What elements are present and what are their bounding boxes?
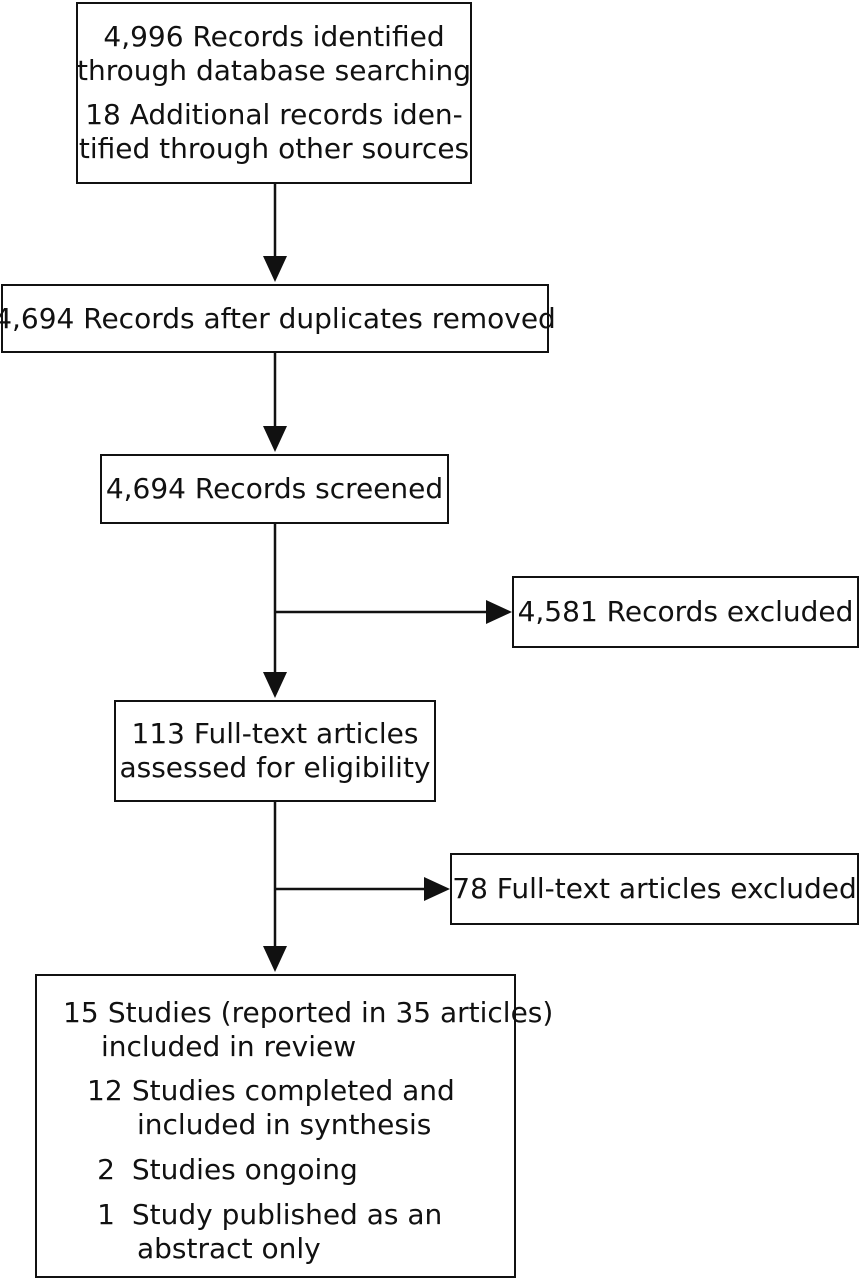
fulltext-excluded-line-1: 78 Full-text articles excluded: [452, 872, 857, 905]
included-sub3-line-2: abstract only: [137, 1232, 321, 1265]
fulltext-line-1: 113 Full-text articles: [131, 717, 419, 750]
included-sub2-line-1: Studies ongoing: [131, 1153, 358, 1186]
records-excluded-box: 4,581 Records excluded: [512, 576, 859, 648]
arrow-deduplicated-to-screened: [263, 353, 287, 452]
included-main-line-2: included in review: [101, 1030, 357, 1063]
included-sub3-line-1: Study published as an: [131, 1198, 443, 1231]
arrow-to-records-excluded: [275, 600, 512, 624]
included-sub1-line-2: included in synthesis: [137, 1108, 432, 1141]
records-excluded-line-1: 4,581 Records excluded: [517, 595, 854, 628]
fulltext-line-2: assessed for eligibility: [119, 751, 431, 784]
included-sub1-entry: 12 Studies completed and: [87, 1074, 455, 1108]
included-sub3-num: 1: [97, 1198, 115, 1231]
fulltext-excluded-box: 78 Full-text articles excluded: [450, 853, 859, 925]
included-sub1-num: 12: [87, 1074, 123, 1107]
studies-included-box: 15 Studies (reported in 35 articles) inc…: [35, 974, 553, 1278]
identified-line-1: 4,996 Records identified: [103, 20, 445, 53]
included-sub2-entry: 2 Studies ongoing: [87, 1153, 358, 1187]
included-sub2-num: 2: [97, 1153, 115, 1186]
arrow-screened-to-fulltext: [263, 524, 287, 698]
included-main-line-1: Studies (reported in 35 articles): [107, 996, 554, 1029]
included-main-num: 15: [63, 996, 99, 1029]
identified-line-2: through database searching: [77, 54, 471, 87]
identified-line-3: 18 Additional records iden-: [85, 98, 463, 131]
included-sub1-line-1: Studies completed and: [131, 1074, 455, 1107]
arrow-fulltext-to-included: [263, 802, 287, 972]
deduplicated-line-1: 4,694 Records after duplicates removed: [0, 301, 556, 335]
fulltext-assessed-box: 113 Full-text articles assessed for elig…: [114, 700, 436, 802]
included-sub3-entry: 1 Study published as an: [87, 1198, 442, 1232]
screened-line-1: 4,694 Records screened: [105, 472, 444, 505]
identified-line-4: tified through other sources: [78, 132, 470, 165]
arrow-to-fulltext-excluded: [275, 877, 450, 901]
arrow-identified-to-deduplicated: [263, 184, 287, 282]
records-screened-box: 4,694 Records screened: [100, 454, 449, 524]
records-identified-box: 4,996 Records identified through databas…: [76, 2, 472, 184]
included-main-entry: 15 Studies (reported in 35 articles): [63, 996, 553, 1030]
records-deduplicated-box: 4,694 Records after duplicates removed: [0, 284, 556, 353]
